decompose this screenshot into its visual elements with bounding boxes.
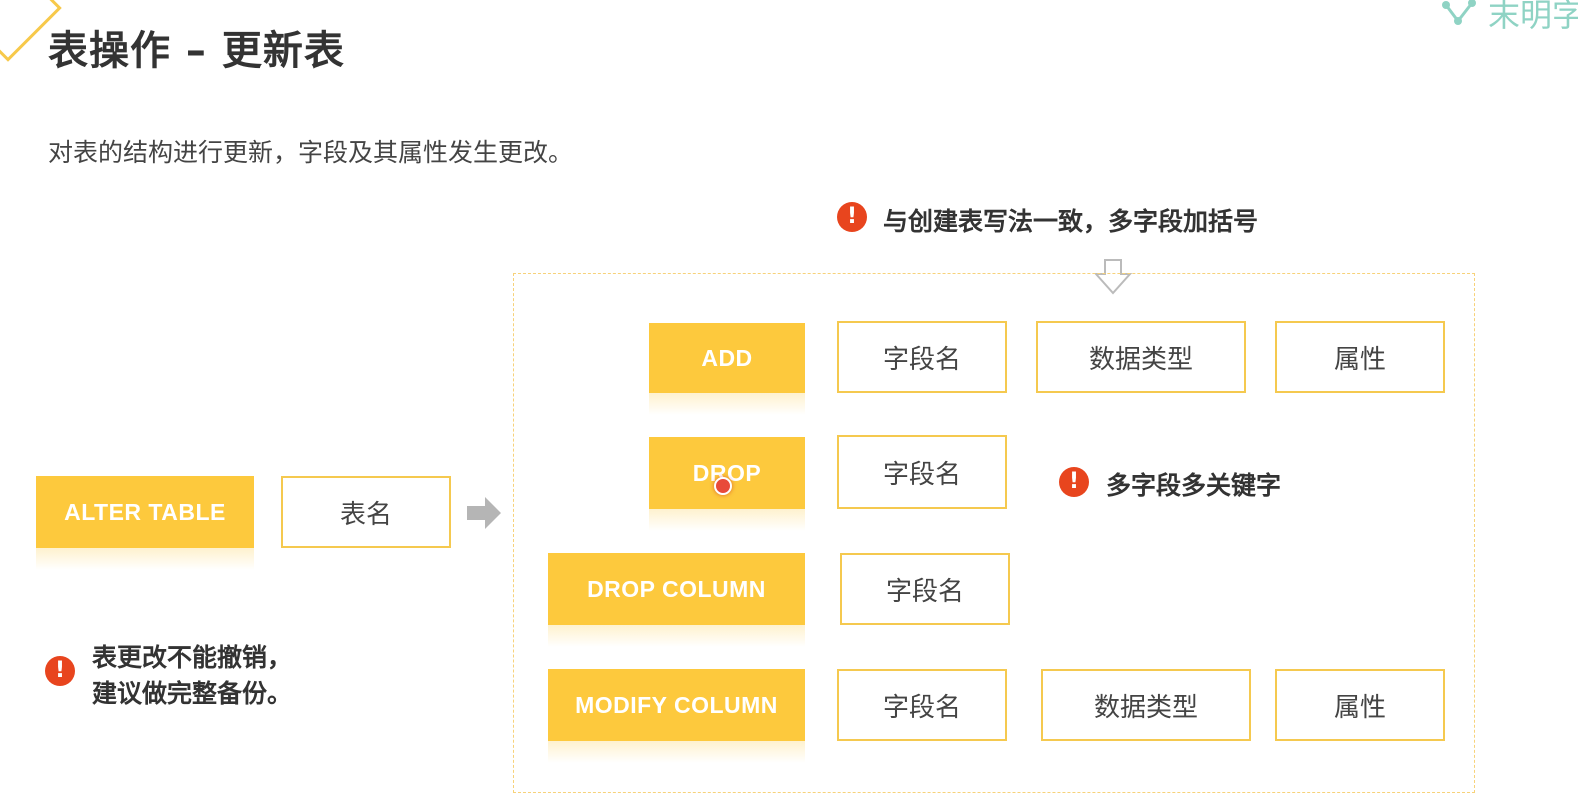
warning-icon: !	[45, 656, 75, 686]
brand-logo: 末明字	[1438, 0, 1578, 39]
backup-warning-line1: 表更改不能撤销，	[92, 643, 293, 672]
add-field-name: 字段名	[837, 321, 1007, 393]
drop-column-field-name: 字段名	[840, 553, 1010, 625]
drop-column-keyword: DROP COLUMN	[548, 553, 805, 647]
top-note: 与创建表写法一致，多字段加括号	[883, 207, 1259, 236]
backup-warning-line2: 建议做完整备份。	[92, 679, 293, 708]
brand-text: 末明字	[1487, 0, 1578, 34]
table-name-field: 表名	[281, 476, 451, 548]
backup-warning: 表更改不能撤销， 建议做完整备份。	[92, 640, 292, 712]
add-attribute: 属性	[1275, 321, 1445, 393]
drop-keyword: DROP	[649, 437, 805, 531]
warning-icon: !	[1059, 467, 1089, 497]
add-keyword: ADD	[649, 323, 805, 415]
alter-table-keyword: ALTER TABLE	[36, 476, 254, 570]
modify-field-name: 字段名	[837, 669, 1007, 741]
warning-icon: !	[837, 202, 867, 232]
slide-title: 表操作 – 更新表	[48, 28, 345, 74]
down-arrow-icon	[1093, 258, 1133, 300]
brand-logo-icon	[1438, 0, 1482, 39]
modify-attribute: 属性	[1275, 669, 1445, 741]
modify-data-type: 数据类型	[1041, 669, 1251, 741]
add-data-type: 数据类型	[1036, 321, 1246, 393]
drop-note: 多字段多关键字	[1106, 471, 1282, 500]
drop-field-name: 字段名	[837, 435, 1007, 509]
modify-column-keyword: MODIFY COLUMN	[548, 669, 805, 763]
right-arrow-icon	[465, 494, 503, 536]
mouse-pointer-indicator	[714, 477, 732, 495]
slide-subtitle: 对表的结构进行更新，字段及其属性发生更改。	[48, 138, 574, 167]
